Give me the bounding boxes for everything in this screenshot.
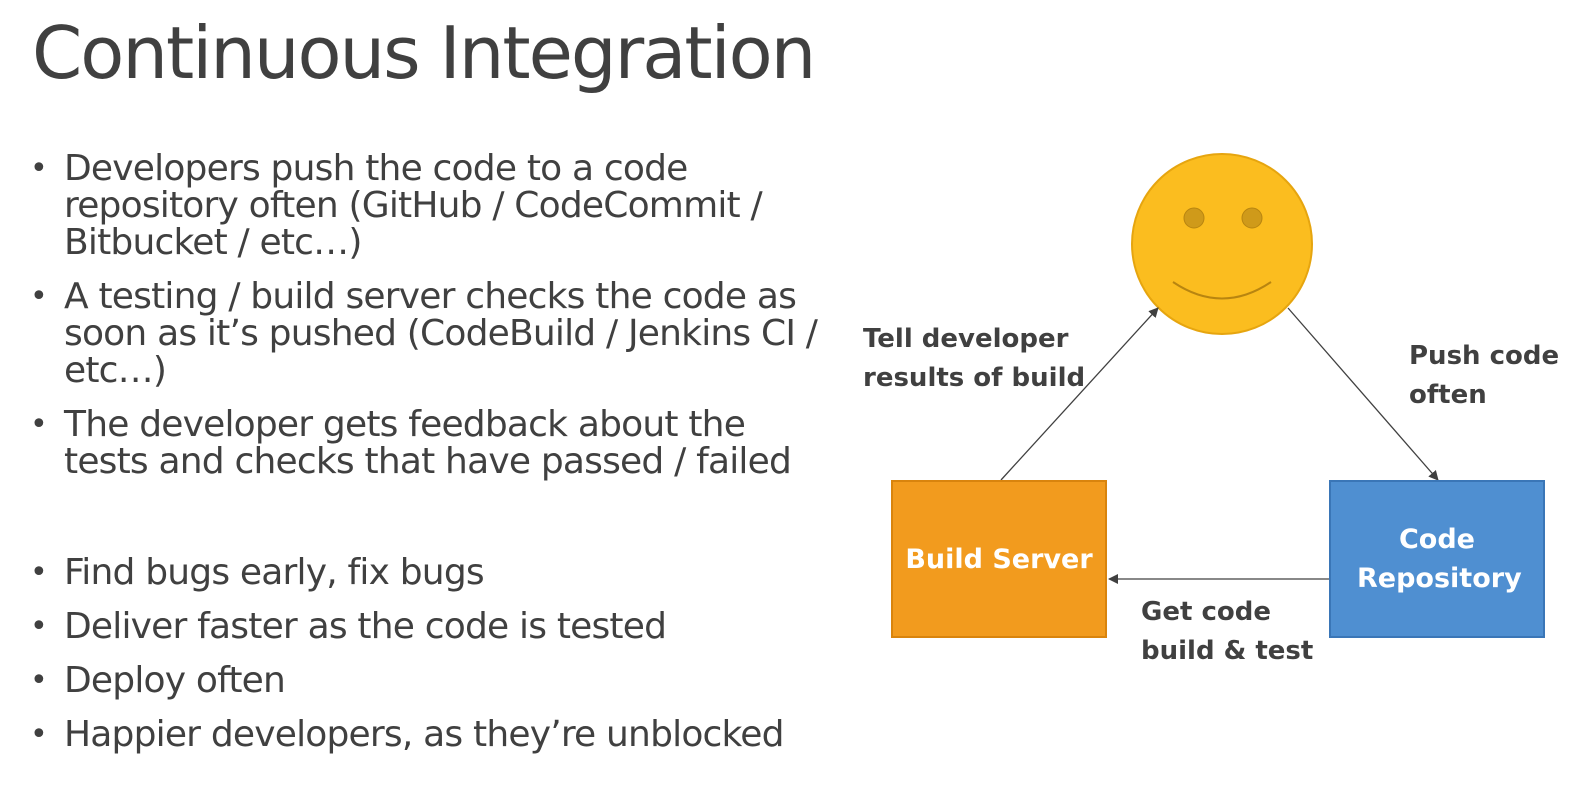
get-label: Get code build & test	[1141, 593, 1313, 671]
bullet-item: Happier developers, as they’re unblocked	[30, 716, 820, 753]
code-repository-node: Code Repository	[1329, 480, 1545, 638]
push-arrow	[1287, 307, 1439, 481]
build-server-node: Build Server	[891, 480, 1107, 638]
bullet-item: Deliver faster as the code is tested	[30, 608, 820, 645]
tell-arrow	[1000, 307, 1159, 481]
slide-title: Continuous Integration	[32, 11, 816, 95]
push-label-line2: often	[1409, 380, 1487, 410]
bullet-item: The developer gets feedback about the te…	[30, 406, 820, 480]
diagram-arrows	[1000, 153, 1439, 584]
bullet-list: Developers push the code to a code repos…	[30, 150, 820, 770]
bullet-item: Deploy often	[30, 662, 820, 699]
get-label-line2: build & test	[1141, 636, 1314, 666]
push-label-line1: Push code	[1409, 341, 1560, 371]
build-server-label: Build Server	[905, 543, 1093, 575]
tell-label: Tell developer results of build	[863, 320, 1085, 398]
tell-label-line1: Tell developer	[863, 324, 1069, 354]
ci-diagram: Build Server Code Repository Tell develo…	[860, 150, 1560, 680]
bullet-item: Developers push the code to a code repos…	[30, 150, 820, 261]
bullet-item: Find bugs early, fix bugs	[30, 554, 820, 591]
bullet-item: A testing / build server checks the code…	[30, 278, 820, 389]
tell-label-line2: results of build	[863, 363, 1086, 393]
push-label: Push code often	[1409, 337, 1559, 415]
get-label-line1: Get code	[1141, 597, 1271, 627]
code-repository-label: Code Repository	[1357, 524, 1522, 594]
smiley-face-icon	[1131, 153, 1313, 335]
